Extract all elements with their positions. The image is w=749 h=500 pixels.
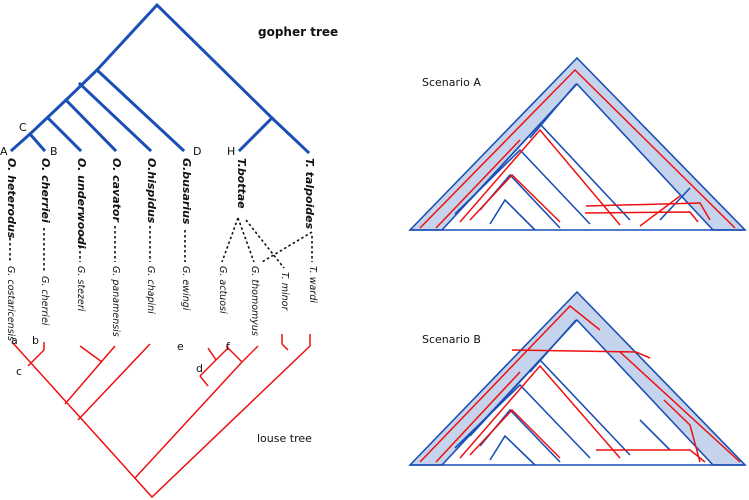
- host-tube-inner: [489, 434, 536, 466]
- louse-node-label-d: d: [196, 362, 203, 375]
- assoc-line: [261, 231, 313, 263]
- louse-node-label-e: e: [177, 340, 184, 353]
- host-tube-inner: [469, 122, 631, 221]
- scenario-b-louse-path: [469, 408, 561, 459]
- host-taxon-o-underwoodi: O. underwoodi: [75, 158, 88, 249]
- host-branch-o-cherriei: [27, 131, 47, 153]
- scenario-a-label: Scenario A: [422, 76, 481, 89]
- scenario-a-louse-path: [469, 173, 561, 223]
- scenario-b-louse-path: [511, 349, 651, 359]
- scenario-a-louse-path: [459, 128, 621, 226]
- scenario-b-host-tube: [408, 290, 747, 466]
- host-taxon-t-bottae: T.bottae: [235, 158, 248, 209]
- scenario-a-louse-path: [435, 139, 521, 229]
- host-node-label-C: C: [19, 121, 27, 134]
- host-branch-o-heterodus: [9, 131, 33, 153]
- host-node-label-A: A: [0, 145, 8, 158]
- scenario-b-louse-path: [596, 449, 706, 463]
- assoc-line: [237, 217, 255, 263]
- louse-branch: [77, 343, 151, 421]
- host-taxon-g-busarius: G.busarius: [180, 158, 193, 225]
- assoc-line: [245, 219, 285, 269]
- host-taxon-o-hispidus: O.hispidus: [145, 158, 158, 224]
- louse-taxon-g-chapini: G. chapini: [145, 266, 156, 314]
- louse-branch: [241, 345, 259, 363]
- host-branch-o-underwoodi: [45, 115, 83, 153]
- louse-taxon-g-thomomyus: G. thomomyus: [249, 266, 260, 336]
- louse-branch: [215, 347, 229, 361]
- host-taxon-o-cherriei: O. cherriei: [39, 158, 52, 223]
- scenario-a-diagram: [408, 56, 747, 231]
- louse-branch-root: [11, 341, 311, 499]
- gopher-tree: [9, 2, 311, 155]
- scenario-b-louse-path: [459, 364, 621, 459]
- scenario-b-louse-path: [419, 304, 601, 463]
- assoc-line: [221, 217, 239, 263]
- host-branch-g-busarius: [94, 67, 186, 153]
- louse-taxon-t-minor: T. minor: [279, 272, 290, 311]
- scenario-a-louse-path: [419, 68, 736, 229]
- scenario-b-label: Scenario B: [422, 333, 481, 346]
- louse-node-label-c: c: [16, 365, 22, 378]
- louse-branch: [281, 343, 289, 351]
- louse-node-label-b: b: [32, 334, 39, 347]
- host-taxon-o-heterodus: O. heterodus: [5, 158, 18, 239]
- host-taxon-o-cavator: O. cavator: [110, 158, 123, 222]
- host-tube-inner: [454, 383, 591, 459]
- louse-taxon-g-costaricensis: G. costaricensis: [5, 266, 16, 341]
- host-tube-inner: [454, 148, 591, 225]
- louse-tree: [11, 334, 311, 499]
- louse-branch: [79, 345, 103, 363]
- scenario-a-louse-path: [585, 202, 711, 221]
- host-branch-o-cavator: [63, 97, 118, 153]
- louse-taxon-g-panamensis: G. panamensis: [110, 266, 121, 337]
- scenario-b-louse-path: [435, 371, 521, 463]
- louse-branch: [199, 359, 217, 377]
- host-tube-inner: [529, 83, 577, 139]
- louse-taxon-g-actuosi: G. actuosi: [217, 266, 228, 314]
- scenario-b-diagram: [408, 290, 747, 466]
- scenario-b-louse-path: [619, 351, 741, 463]
- louse-branch: [199, 375, 209, 387]
- host-node-label-B: B: [50, 145, 58, 158]
- louse-taxon-g-cherriei: G. cherriei: [39, 276, 50, 326]
- host-node-label-D: D: [193, 145, 201, 158]
- host-tube-inner: [639, 419, 671, 451]
- host-node-label-H: H: [227, 145, 235, 158]
- louse-node-label-a: a: [11, 334, 18, 347]
- louse-branch-inner: [134, 361, 243, 479]
- louse-node-label-f: f: [226, 340, 231, 353]
- scenario-a-louse-path: [639, 195, 681, 227]
- louse-taxon-g-ewingi: G. ewingi: [180, 266, 191, 311]
- host-taxon-t-talpoides: T. talpoides: [303, 158, 316, 230]
- host-branch-o-hispidus: [77, 81, 153, 153]
- scenario-b-louse-path: [663, 399, 701, 463]
- louse-branch: [64, 345, 116, 405]
- louse-branch: [225, 345, 243, 363]
- louse-taxon-t-wardi: T. wardi: [307, 266, 318, 303]
- louse-branch: [27, 349, 45, 367]
- host-branch-root: [94, 2, 275, 121]
- gopher-tree-title: gopher tree: [258, 25, 338, 39]
- louse-tree-title: louse tree: [257, 432, 312, 445]
- host-parasite-associations: [9, 217, 313, 272]
- louse-branch: [207, 347, 217, 361]
- louse-taxon-g-stezeri: G. stezeri: [75, 266, 86, 312]
- host-tube-inner: [489, 198, 536, 231]
- host-branch-thomomys: [237, 115, 311, 155]
- scenario-a-louse-path: [584, 211, 699, 223]
